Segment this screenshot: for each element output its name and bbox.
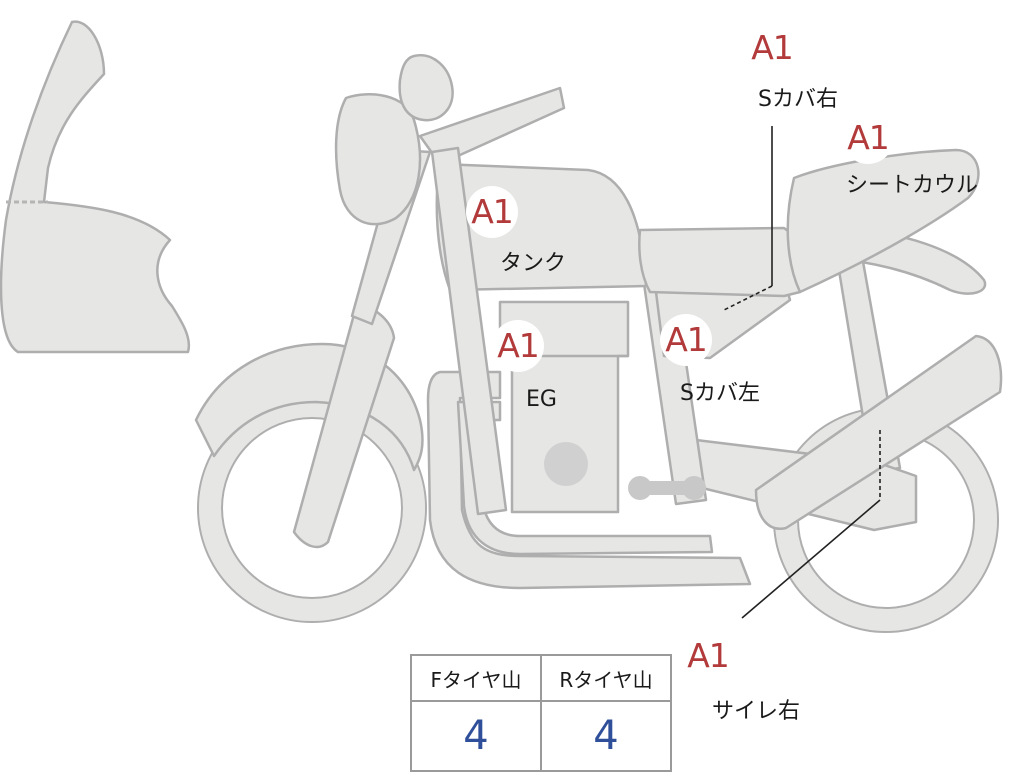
grade-badge-s-cover-left: A1 bbox=[660, 314, 712, 366]
label-s-cover-right: Sカバ右 bbox=[758, 87, 838, 112]
rear-tire-header: Rタイヤ山 bbox=[540, 654, 672, 702]
grade-badge-seat-cowl: A1 bbox=[842, 112, 894, 164]
label-engine: EG bbox=[526, 387, 557, 412]
front-tire-header: Fタイヤ山 bbox=[410, 654, 542, 702]
label-tank: タンク bbox=[500, 251, 567, 276]
label-s-cover-left: Sカバ左 bbox=[680, 381, 760, 406]
tire-tread-table: Fタイヤ山 Rタイヤ山 4 4 bbox=[410, 654, 672, 772]
grade-badge-engine: A1 bbox=[492, 320, 544, 372]
grade-badge-tank: A1 bbox=[466, 186, 518, 238]
label-seat-cowl: シートカウル bbox=[846, 173, 979, 198]
front-cowl-shape bbox=[0, 20, 191, 354]
grade-badge-s-cover-right: A1 bbox=[746, 22, 798, 74]
grade-badge-muffler-right: A1 bbox=[682, 630, 734, 682]
label-muffler-right: サイレ右 bbox=[712, 699, 801, 724]
front-tire-value: 4 bbox=[410, 700, 542, 772]
rear-tire-value: 4 bbox=[540, 700, 672, 772]
